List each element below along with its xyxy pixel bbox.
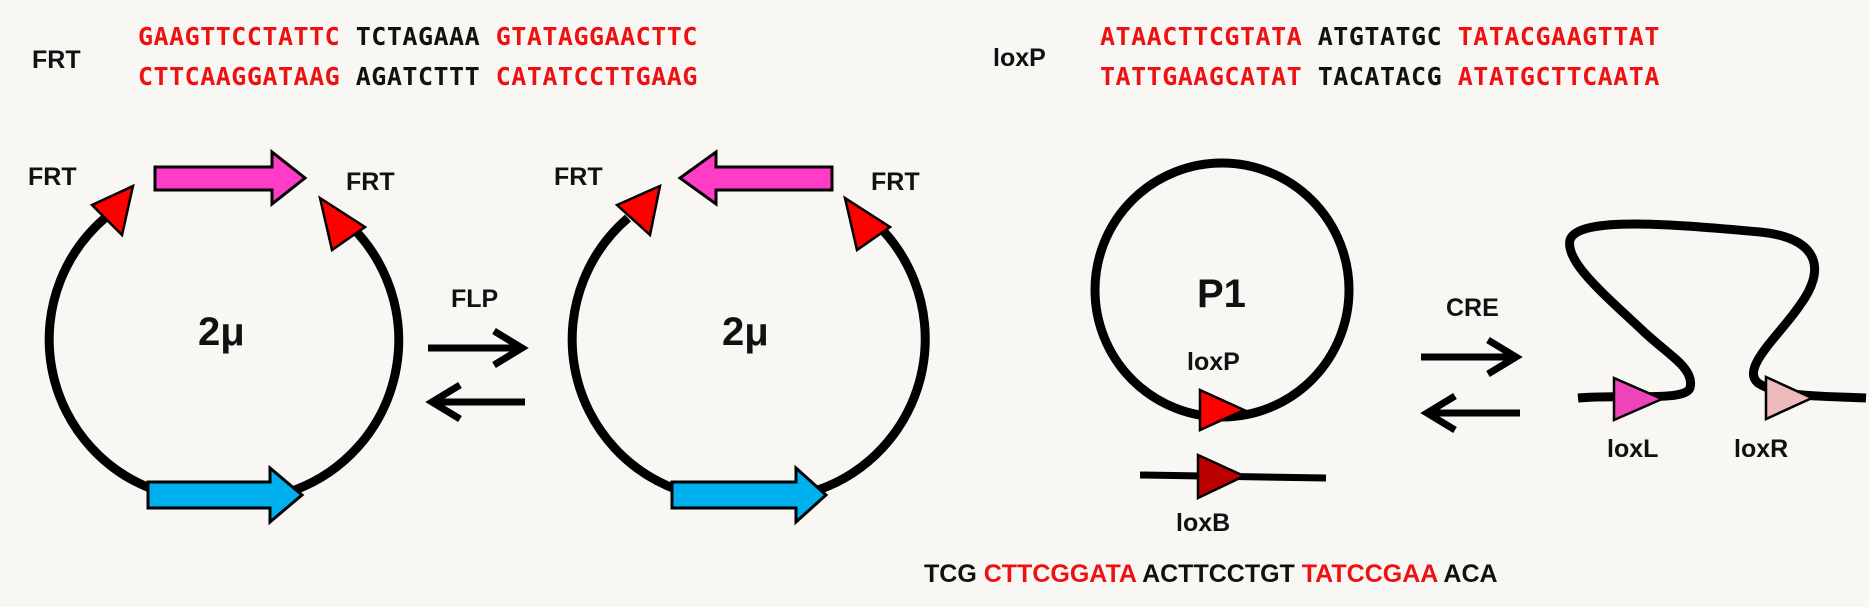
gene-arrow-magenta-right <box>677 149 834 207</box>
frt-site-triangle <box>89 183 135 238</box>
loxr-label: loxR <box>1734 435 1789 463</box>
frt-bottom-right-arm: CATATCCTTGAAG <box>495 62 698 91</box>
gene-arrow-cyan-left <box>146 464 305 526</box>
frt-top-spacer: TCTAGAAA <box>355 22 481 51</box>
frt-top-right-arm: GTATAGGAACTTC <box>495 22 698 51</box>
plasmid-right-name: 2μ <box>722 310 769 354</box>
loxb-seq-segment: ACA <box>1443 560 1498 588</box>
frt-label-plasmid-right-1: FRT <box>554 163 603 191</box>
frt-site-triangle <box>318 195 368 253</box>
loxp-site-triangle <box>1198 388 1248 432</box>
cre-label: CRE <box>1446 294 1499 322</box>
prophage-backbone <box>1565 219 1867 403</box>
loxl-site-triangle <box>1612 376 1666 422</box>
frt-label-plasmid-right-2: FRT <box>871 168 920 196</box>
loxb-label: loxB <box>1176 509 1231 537</box>
loxl-label: loxL <box>1607 435 1659 463</box>
loxp-top-left-arm: ATAACTTCGTATA <box>1100 22 1303 51</box>
frt-sequence-top: GAAGTTCCTATTC TCTAGAAA GTATAGGAACTTC <box>138 22 698 51</box>
p1-circle <box>1090 158 1354 432</box>
frt-site-triangle <box>614 183 662 238</box>
plasmid-right <box>567 149 930 526</box>
frt-bottom-left-arm: CTTCAAGGATAAG <box>138 62 341 91</box>
loxb-sequence: TCG CTTCGGATA ACTTCCTGT TATCCGAA ACA <box>924 560 1498 589</box>
loxp-sequence-label: loxP <box>993 44 1046 72</box>
plasmid-left-backbone <box>44 214 404 495</box>
loxp-top-spacer: ATGTATGC <box>1317 22 1443 51</box>
plasmid-left-name: 2μ <box>198 310 245 354</box>
loxp-bottom-left-arm: TATTGAAGCATAT <box>1100 62 1303 91</box>
frt-sequence-label: FRT <box>32 46 81 74</box>
loxp-bottom-right-arm: ATATGCTTCAATA <box>1457 62 1660 91</box>
plasmid-right-backbone <box>567 214 930 495</box>
flp-reaction-arrows <box>425 328 529 422</box>
frt-label-plasmid-left-1: FRT <box>28 163 77 191</box>
plasmid-left <box>44 148 404 526</box>
loxb-line <box>1139 453 1327 500</box>
frt-site-triangle <box>843 195 893 253</box>
prophage-loop <box>1565 219 1867 422</box>
loxb-seq-segment: ACTTCCTGT <box>1142 560 1295 588</box>
frt-bottom-spacer: AGATCTTT <box>355 62 481 91</box>
cre-reaction-arrows <box>1420 337 1523 433</box>
gene-arrow-cyan-right <box>670 464 829 526</box>
loxp-bottom-spacer: TACATACG <box>1317 62 1443 91</box>
frt-label-plasmid-left-2: FRT <box>346 168 395 196</box>
flp-label: FLP <box>451 285 499 313</box>
loxb-site-triangle <box>1196 453 1247 500</box>
loxb-seq-segment: TATCCGAA <box>1301 560 1438 588</box>
loxp-sequence-bottom: TATTGAAGCATAT TACATACG ATATGCTTCAATA <box>1100 62 1660 91</box>
loxb-seq-segment: CTTCGGATA <box>983 560 1137 588</box>
loxp-top-right-arm: TATACGAAGTTAT <box>1457 22 1660 51</box>
gene-arrow-magenta-left <box>153 148 308 208</box>
p1-loxp-label: loxP <box>1187 348 1240 376</box>
loxp-sequence-top: ATAACTTCGTATA ATGTATGC TATACGAAGTTAT <box>1100 22 1660 51</box>
frt-sequence-bottom: CTTCAAGGATAAG AGATCTTT CATATCCTTGAAG <box>138 62 698 91</box>
loxr-site-triangle <box>1764 375 1816 421</box>
loxb-seq-segment: TCG <box>924 560 977 588</box>
p1-name: P1 <box>1197 272 1246 316</box>
frt-top-left-arm: GAAGTTCCTATTC <box>138 22 341 51</box>
